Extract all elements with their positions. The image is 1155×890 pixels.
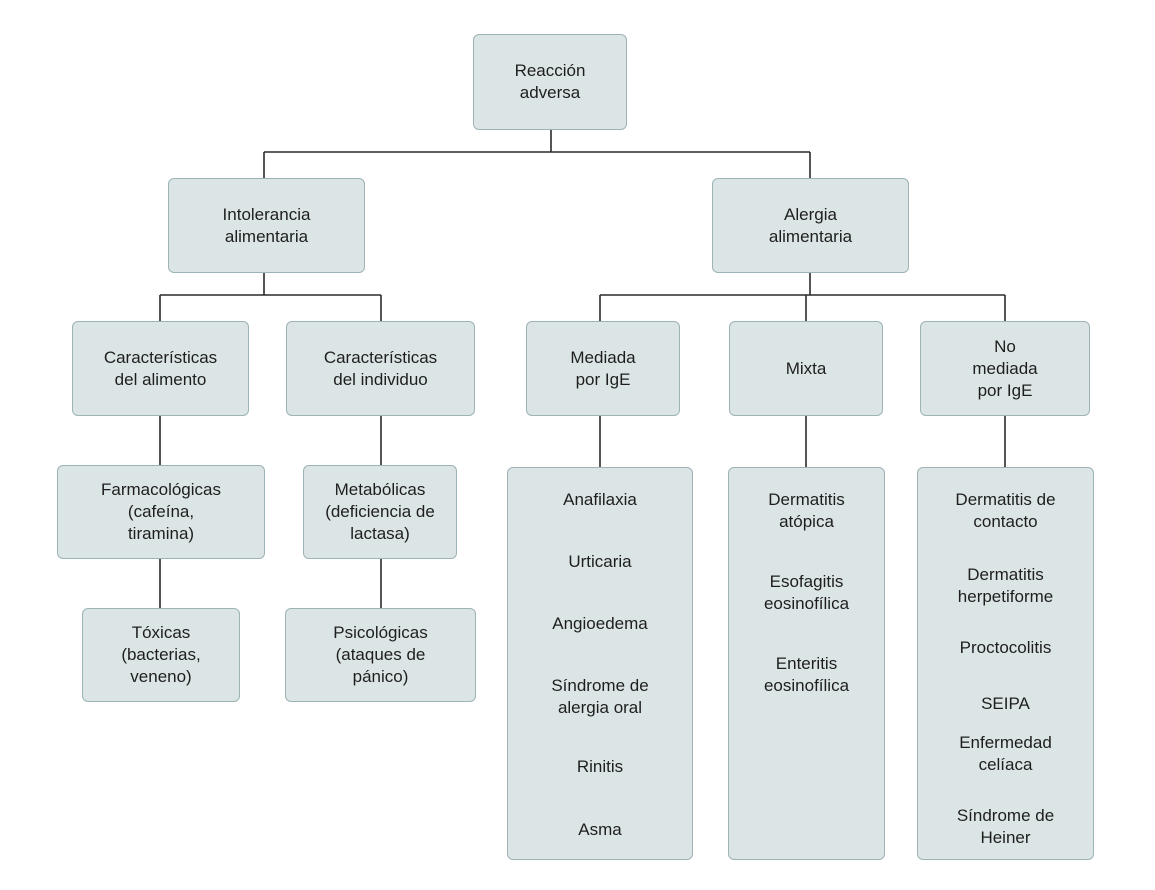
list-item: Dermatitis de contacto bbox=[918, 489, 1093, 533]
node-toxicas: Tóxicas (bacterias, veneno) bbox=[82, 608, 240, 702]
list-item-label: Dermatitis de bbox=[955, 490, 1056, 509]
node-label-line: mediada bbox=[972, 358, 1038, 378]
node-label-line: Características bbox=[323, 347, 438, 367]
node-label-line: alimentaria bbox=[768, 226, 853, 246]
list-item-label: Heiner bbox=[980, 828, 1031, 847]
node-reaccion-adversa: Reacción adversa bbox=[473, 34, 627, 130]
node-label-line: (bacterias, bbox=[121, 645, 201, 664]
node-label-line: No bbox=[994, 336, 1016, 356]
node-label-line: Reacción bbox=[514, 61, 586, 80]
node-label-line: (cafeína, bbox=[127, 502, 195, 521]
node-label-line: Mediada bbox=[570, 347, 636, 367]
node-caracteristicas-individuo: Características del individuo bbox=[286, 321, 475, 416]
node-label-line: Intolerancia bbox=[222, 204, 311, 224]
list-item-label: Síndrome de bbox=[551, 676, 649, 695]
node-label-line: lactasa) bbox=[350, 524, 410, 543]
node-alergia-alimentaria: Alergia alimentaria bbox=[712, 178, 909, 273]
node-label-line: adversa bbox=[519, 83, 581, 102]
node-metabolicas: Metabólicas (deficiencia de lactasa) bbox=[303, 465, 457, 559]
list-item-label: eosinofílica bbox=[763, 676, 850, 695]
node-label-line: Metabólicas bbox=[334, 480, 426, 499]
list-item: SEIPA bbox=[918, 693, 1093, 715]
list-item-label: Anafilaxia bbox=[563, 490, 637, 509]
list-item: Anafilaxia bbox=[508, 489, 692, 511]
list-item: Síndrome de Heiner bbox=[918, 805, 1093, 849]
list-item: Rinitis bbox=[508, 756, 692, 778]
list-item: Dermatitis herpetiforme bbox=[918, 564, 1093, 608]
node-psicologicas: Psicológicas (ataques de pánico) bbox=[285, 608, 476, 702]
list-item: Urticaria bbox=[508, 551, 692, 573]
list-item: Síndrome de alergia oral bbox=[508, 675, 692, 719]
list-item-label: SEIPA bbox=[981, 694, 1030, 713]
list-item: Asma bbox=[508, 819, 692, 841]
list-item-label: Proctocolitis bbox=[959, 638, 1052, 657]
list-item-label: Angioedema bbox=[552, 614, 648, 633]
list-item-label: contacto bbox=[973, 512, 1038, 531]
list-item-label: Rinitis bbox=[576, 757, 624, 776]
list-item-label: Síndrome de bbox=[956, 806, 1055, 825]
node-farmacologicas: Farmacológicas (cafeína, tiramina) bbox=[57, 465, 265, 559]
node-label-line: (ataques de bbox=[335, 645, 426, 664]
list-item-label: herpetiforme bbox=[957, 587, 1054, 606]
list-item-label: alergia oral bbox=[557, 698, 643, 717]
node-label-line: Tóxicas bbox=[131, 623, 191, 642]
list-mediada-ige: Anafilaxia Urticaria Angioedema Síndrome… bbox=[507, 467, 693, 860]
list-item-label: Esofagitis bbox=[769, 572, 844, 591]
list-item: Dermatitis atópica bbox=[729, 489, 884, 533]
list-item-label: eosinofílica bbox=[763, 594, 850, 613]
list-item: Enfermedad celíaca bbox=[918, 732, 1093, 776]
list-item: Esofagitis eosinofílica bbox=[729, 571, 884, 615]
node-label-line: tiramina) bbox=[127, 524, 195, 543]
list-item: Enteritis eosinofílica bbox=[729, 653, 884, 697]
node-label-line: pánico) bbox=[352, 667, 409, 686]
node-label-line: por IgE bbox=[977, 380, 1033, 400]
list-item-label: Enfermedad bbox=[959, 733, 1052, 752]
list-item-label: Dermatitis bbox=[967, 565, 1044, 584]
node-label-line: Alergia bbox=[784, 204, 837, 224]
node-label-line: Psicológicas bbox=[333, 623, 428, 642]
node-intolerancia-alimentaria: Intolerancia alimentaria bbox=[168, 178, 365, 273]
node-label-line: (deficiencia de bbox=[325, 502, 435, 521]
node-no-mediada-ige: No mediada por IgE bbox=[920, 321, 1090, 416]
list-item-label: Urticaria bbox=[568, 552, 632, 571]
list-item: Proctocolitis bbox=[918, 637, 1093, 659]
list-no-mediada-ige: Dermatitis de contacto Dermatitis herpet… bbox=[917, 467, 1094, 860]
node-label-line: del alimento bbox=[114, 369, 207, 389]
list-item-label: celíaca bbox=[978, 755, 1033, 774]
node-mixta: Mixta bbox=[729, 321, 883, 416]
node-label-line: Farmacológicas bbox=[101, 480, 221, 499]
list-item-label: Asma bbox=[578, 820, 622, 839]
node-label-line: Mixta bbox=[785, 358, 827, 378]
list-mixta: Dermatitis atópica Esofagitis eosinofíli… bbox=[728, 467, 885, 860]
list-item: Angioedema bbox=[508, 613, 692, 635]
list-item-label: Dermatitis bbox=[768, 490, 845, 509]
node-caracteristicas-alimento: Características del alimento bbox=[72, 321, 249, 416]
list-item-label: atópica bbox=[779, 512, 834, 531]
list-item-label: Enteritis bbox=[775, 654, 838, 673]
node-label-line: Características bbox=[103, 347, 218, 367]
node-label-line: veneno) bbox=[130, 667, 192, 686]
node-label-line: por IgE bbox=[575, 369, 631, 389]
node-mediada-ige: Mediada por IgE bbox=[526, 321, 680, 416]
node-label-line: alimentaria bbox=[224, 226, 309, 246]
node-label-line: del individuo bbox=[333, 369, 428, 389]
